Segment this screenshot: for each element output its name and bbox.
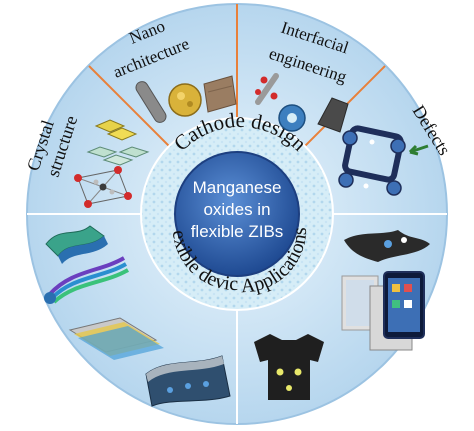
nano-architecture-illustration <box>135 75 237 123</box>
center-title-line-2: oxides in <box>203 200 270 219</box>
center-title-line-1: Manganese <box>193 178 282 197</box>
center-title-line-3: flexible ZIBs <box>191 222 284 241</box>
flexible-devices-illustration <box>44 225 231 407</box>
interfacial-engineering-illustration <box>255 73 349 133</box>
defects-illustration <box>338 125 429 196</box>
applications-illustration <box>254 230 430 400</box>
center-disc <box>174 151 300 277</box>
crystal-structure-illustration <box>74 119 150 208</box>
